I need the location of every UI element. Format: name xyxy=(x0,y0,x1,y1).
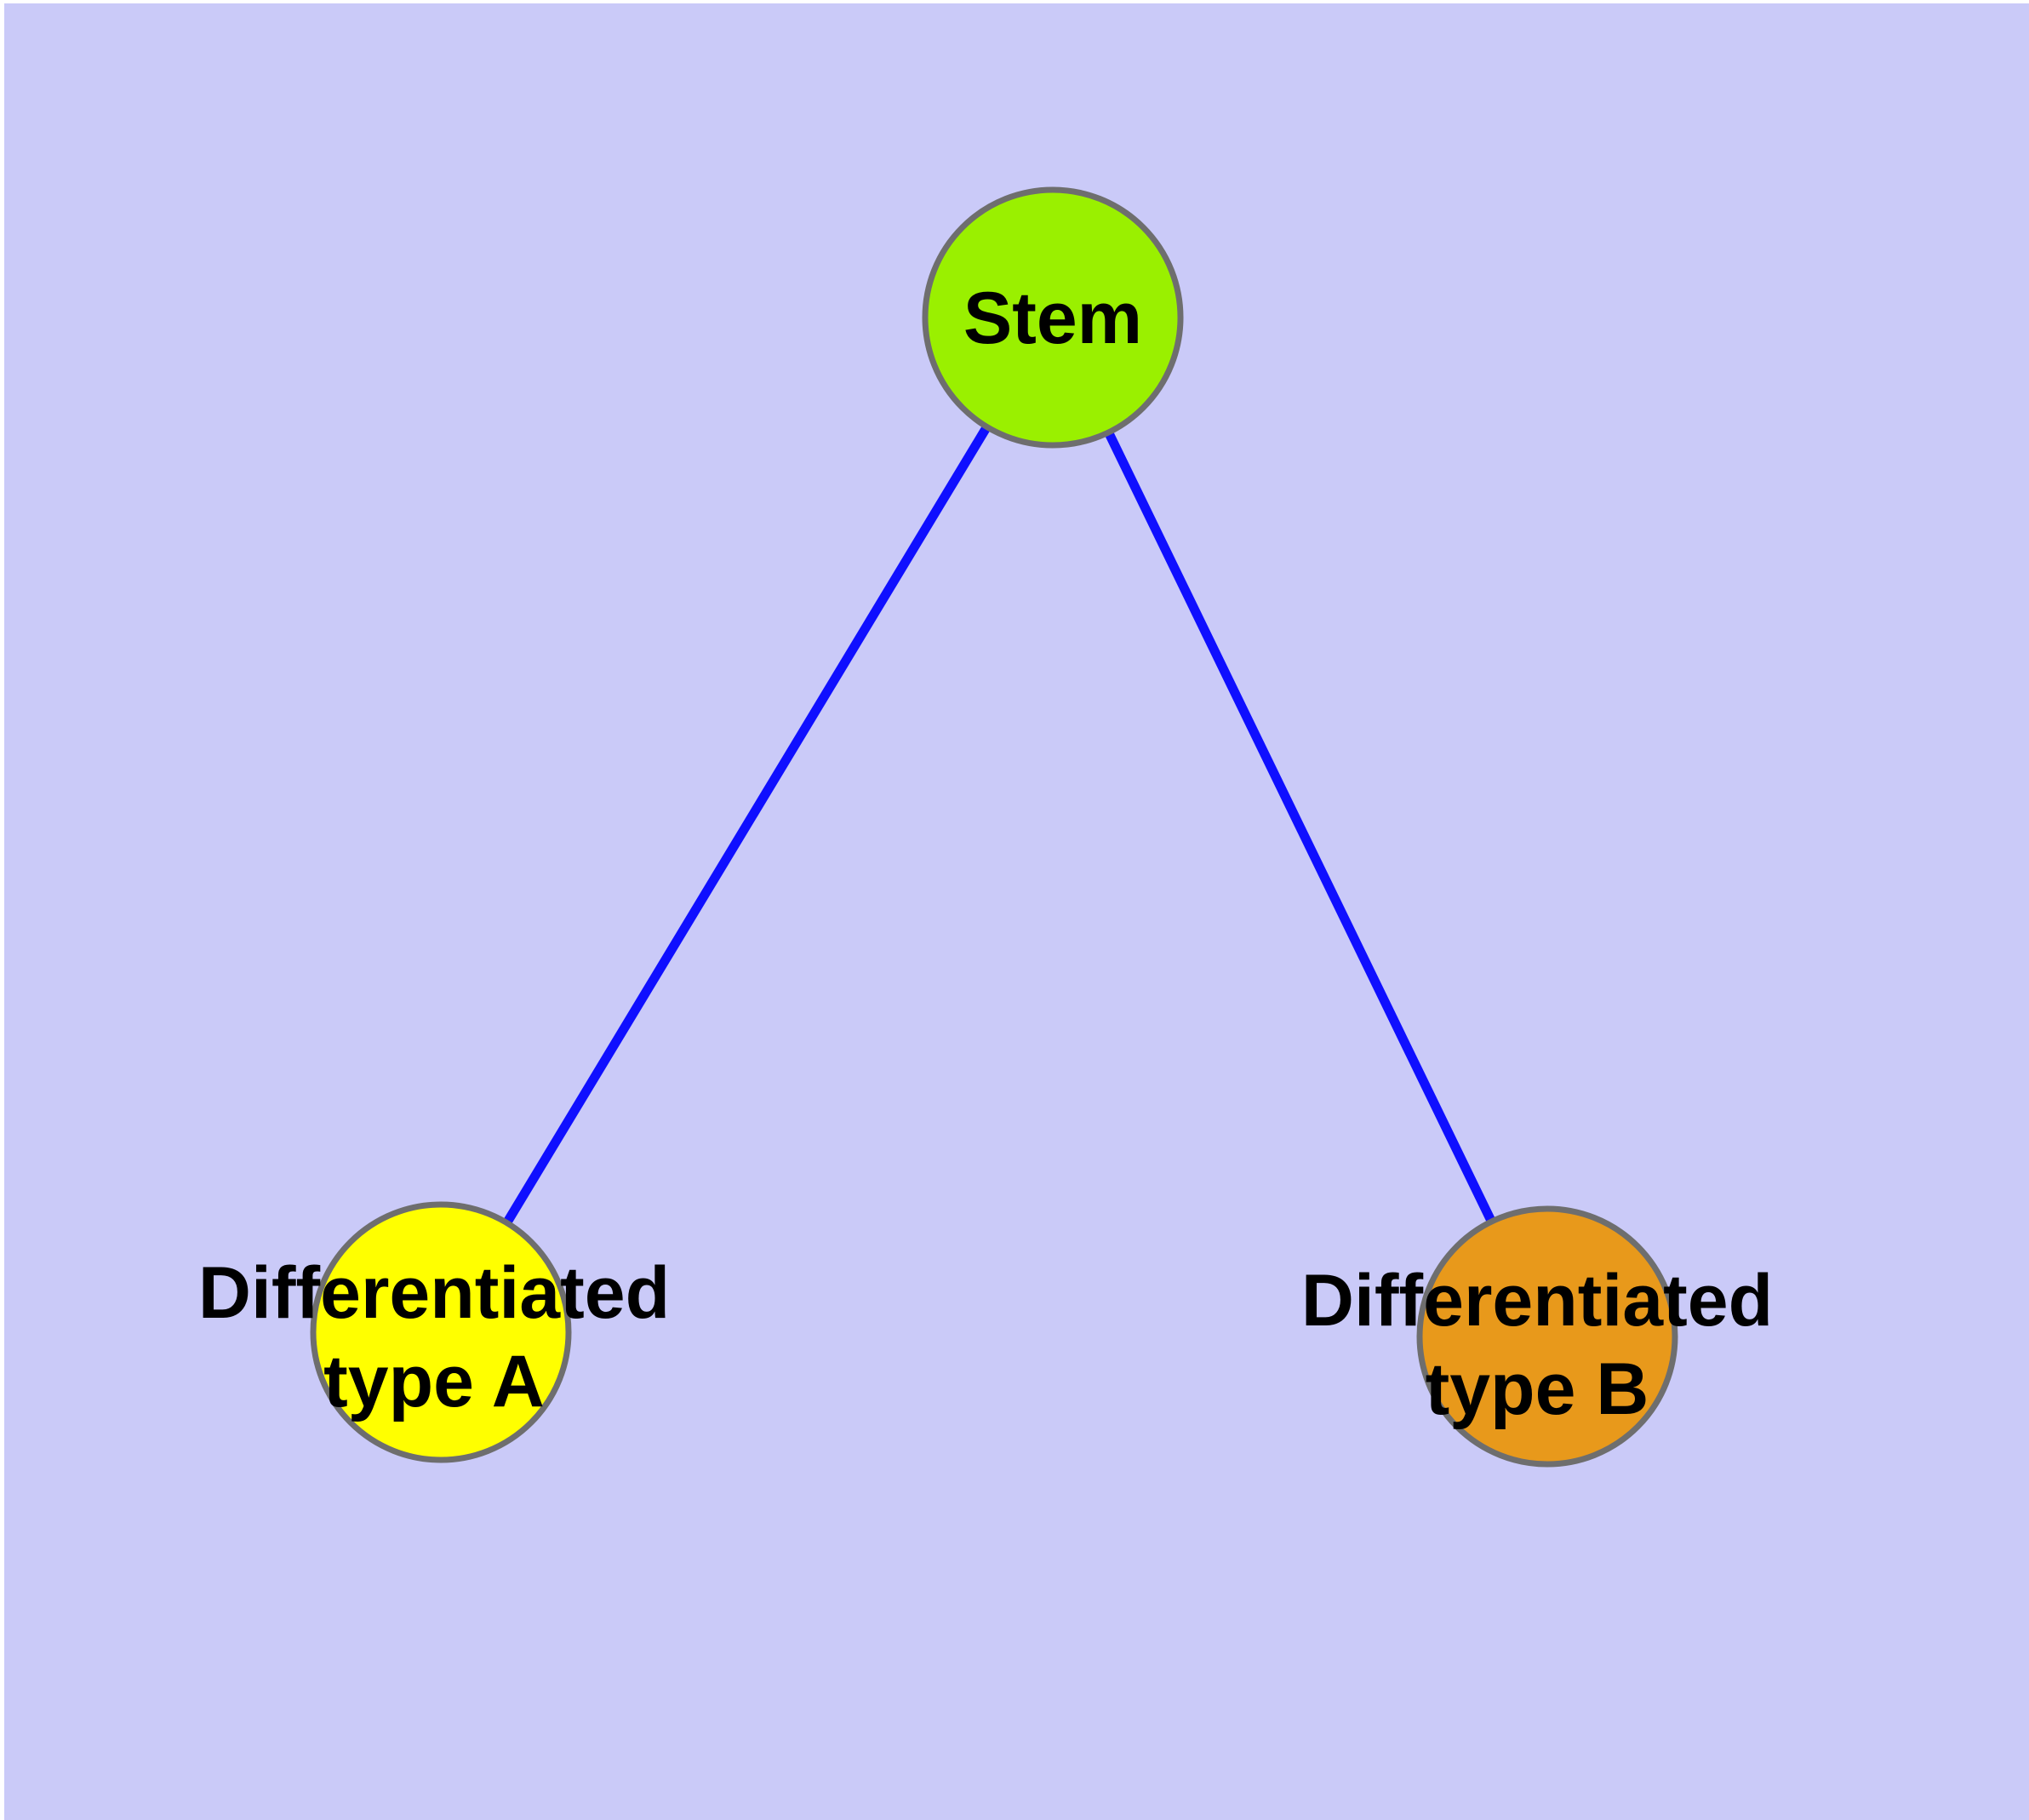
edge-stem-to-type-b xyxy=(1049,315,1552,1339)
node-stem-label: Stem xyxy=(963,278,1142,359)
node-type-a-label-line2: type A xyxy=(323,1341,545,1422)
node-stem-circle xyxy=(922,186,1184,449)
node-type-b-label-line2: type B xyxy=(1426,1348,1649,1430)
node-type-a-label-line1: Differentiated xyxy=(198,1252,670,1334)
node-type-a-circle xyxy=(310,1201,572,1463)
node-type-b-label-line1: Differentiated xyxy=(1301,1260,1773,1342)
edge-stem-to-type-a xyxy=(437,315,1057,1335)
node-type-b-circle xyxy=(1416,1205,1678,1468)
